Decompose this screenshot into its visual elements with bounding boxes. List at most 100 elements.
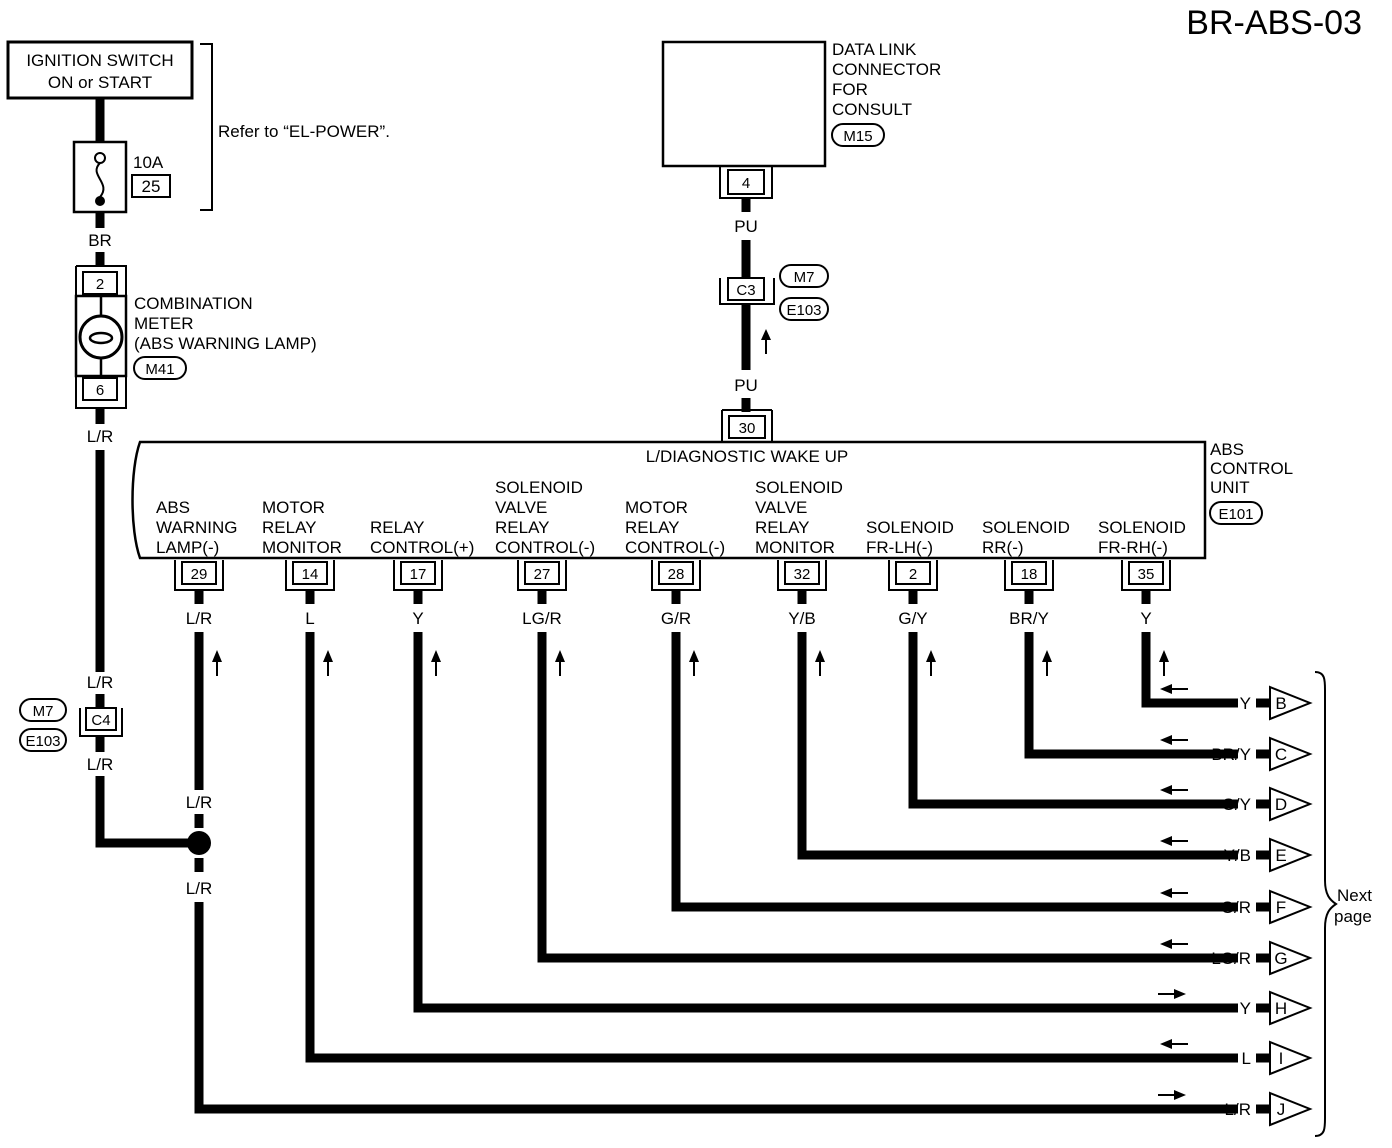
terminal-wire-color: L bbox=[305, 609, 314, 628]
terminal-label: RELAY bbox=[370, 518, 425, 537]
terminal-pin: 35 bbox=[1138, 566, 1155, 583]
terminal-wire-color: LG/R bbox=[522, 609, 562, 628]
data-link-box bbox=[661, 40, 827, 168]
splice-wire-top: L/R bbox=[186, 793, 212, 812]
c4-wire-bottom: L/R bbox=[87, 755, 113, 774]
data-link-connector-badge bbox=[831, 123, 885, 147]
terminal-pin-box bbox=[1128, 561, 1164, 585]
terminal-label: VALVE bbox=[755, 498, 807, 517]
c4-harness-e103-badge bbox=[19, 728, 67, 752]
next-page-arrow-icon bbox=[1269, 1091, 1313, 1127]
c3-harness-e103: E103 bbox=[786, 302, 821, 319]
terminal-label: MOTOR bbox=[262, 498, 325, 517]
data-link-pin: 4 bbox=[742, 175, 750, 192]
terminal-label: VALVE bbox=[495, 498, 547, 517]
terminal-label: CONTROL(-) bbox=[625, 538, 725, 557]
c3-harness-m7: M7 bbox=[794, 269, 815, 286]
next-page-arrow-icon bbox=[1269, 940, 1313, 976]
terminal-pin: 28 bbox=[668, 566, 685, 583]
c4-wire-top: L/R bbox=[87, 673, 113, 692]
signal-arrow-up-icon bbox=[689, 650, 699, 676]
signal-arrow-left-icon bbox=[1160, 684, 1188, 694]
terminal-pin-box bbox=[1011, 561, 1047, 585]
terminal-pin: 14 bbox=[302, 566, 319, 583]
output-letter: E bbox=[1275, 846, 1286, 865]
terminal-pin: 32 bbox=[794, 566, 811, 583]
fuse-number-box bbox=[131, 174, 171, 198]
terminal-pin-box bbox=[181, 561, 217, 585]
meter-pin-bottom: 6 bbox=[96, 382, 104, 399]
next-page-line2: page bbox=[1334, 907, 1372, 926]
output-letter: B bbox=[1275, 694, 1286, 713]
meter-label-1: COMBINATION bbox=[134, 294, 253, 313]
next-page-arrow-icon bbox=[1269, 990, 1313, 1026]
signal-arrow-left-icon bbox=[1160, 785, 1188, 795]
wire-route bbox=[797, 632, 1238, 860]
wire-route bbox=[1141, 632, 1238, 708]
signal-arrow-up-icon bbox=[212, 650, 222, 676]
terminal-pin-box bbox=[524, 561, 560, 585]
output-wire-color: LG/R bbox=[1211, 949, 1251, 968]
splice-point bbox=[187, 831, 211, 855]
wire-c4-splice bbox=[95, 776, 190, 848]
meter-label-2: METER bbox=[134, 314, 194, 333]
c3-harness-e103-badge bbox=[779, 297, 829, 321]
signal-arrow-up-icon bbox=[1042, 650, 1052, 676]
wire-route bbox=[1024, 632, 1238, 759]
wire-route bbox=[671, 632, 1238, 912]
terminal-label: SOLENOID bbox=[755, 478, 843, 497]
meter-pin-top-box bbox=[82, 271, 118, 295]
next-page-arrow-icon bbox=[1269, 736, 1313, 772]
output-wire-color: BR/Y bbox=[1211, 745, 1251, 764]
terminal-label: RELAY bbox=[262, 518, 317, 537]
terminal-label: RR(-) bbox=[982, 538, 1024, 557]
signal-arrow-right-icon bbox=[1158, 989, 1186, 999]
terminal-label: WARNING bbox=[156, 518, 238, 537]
terminal-pin: 2 bbox=[909, 566, 917, 583]
abs-control-unit-box bbox=[131, 440, 1207, 560]
output-wire-color: Y/B bbox=[1224, 846, 1251, 865]
terminal-label: MOTOR bbox=[625, 498, 688, 517]
terminal-label: CONTROL(+) bbox=[370, 538, 474, 557]
c4-harness-m7: M7 bbox=[33, 703, 54, 720]
wire-color-br: BR bbox=[88, 231, 112, 250]
page-id: BR-ABS-03 bbox=[1186, 4, 1362, 42]
terminal-label: ABS bbox=[156, 498, 190, 517]
wire-route bbox=[537, 632, 1238, 963]
terminal-label: FR-LH(-) bbox=[866, 538, 933, 557]
c3-label: C3 bbox=[736, 282, 755, 299]
data-link-label-1: DATA LINK bbox=[832, 40, 917, 59]
wire-color-pu-bottom: PU bbox=[734, 376, 758, 395]
c4-box bbox=[85, 707, 117, 731]
output-letter: I bbox=[1279, 1049, 1284, 1068]
terminal-wire-color: BR/Y bbox=[1009, 609, 1049, 628]
terminal-wire-color: G/Y bbox=[898, 609, 927, 628]
terminal-label: MONITOR bbox=[262, 538, 342, 557]
fuse-rating: 10A bbox=[133, 153, 164, 172]
terminal-pin-box bbox=[784, 561, 820, 585]
signal-arrow-up-icon bbox=[555, 650, 565, 676]
terminal-label: RELAY bbox=[625, 518, 680, 537]
data-link-label-4: CONSULT bbox=[832, 100, 912, 119]
power-reference: Refer to “EL-POWER”. bbox=[218, 122, 390, 141]
meter-pin-bottom-box bbox=[82, 377, 118, 401]
signal-arrow-up-icon bbox=[323, 650, 333, 676]
terminal-pin-box bbox=[895, 561, 931, 585]
c4-label: C4 bbox=[91, 712, 110, 729]
wire-route bbox=[908, 632, 1238, 809]
signal-arrow-up-icon bbox=[761, 329, 771, 354]
c4-harness-e103: E103 bbox=[25, 733, 60, 750]
next-page-bracket bbox=[1314, 671, 1338, 1137]
output-wire-color: Y bbox=[1240, 694, 1251, 713]
terminal-pin-box bbox=[400, 561, 436, 585]
abs-unit-title-1: ABS bbox=[1210, 440, 1244, 459]
terminal-wire-color: Y/B bbox=[788, 609, 815, 628]
abs-terminals: ABSWARNINGLAMP(-)29L/RMOTORRELAYMONITOR1… bbox=[156, 478, 1238, 1114]
signal-arrow-left-icon bbox=[1160, 939, 1188, 949]
signal-arrow-up-icon bbox=[1159, 650, 1169, 676]
wire-route bbox=[413, 632, 1238, 1013]
data-link-connector-code: M15 bbox=[843, 128, 872, 145]
output-letter: C bbox=[1275, 745, 1287, 764]
